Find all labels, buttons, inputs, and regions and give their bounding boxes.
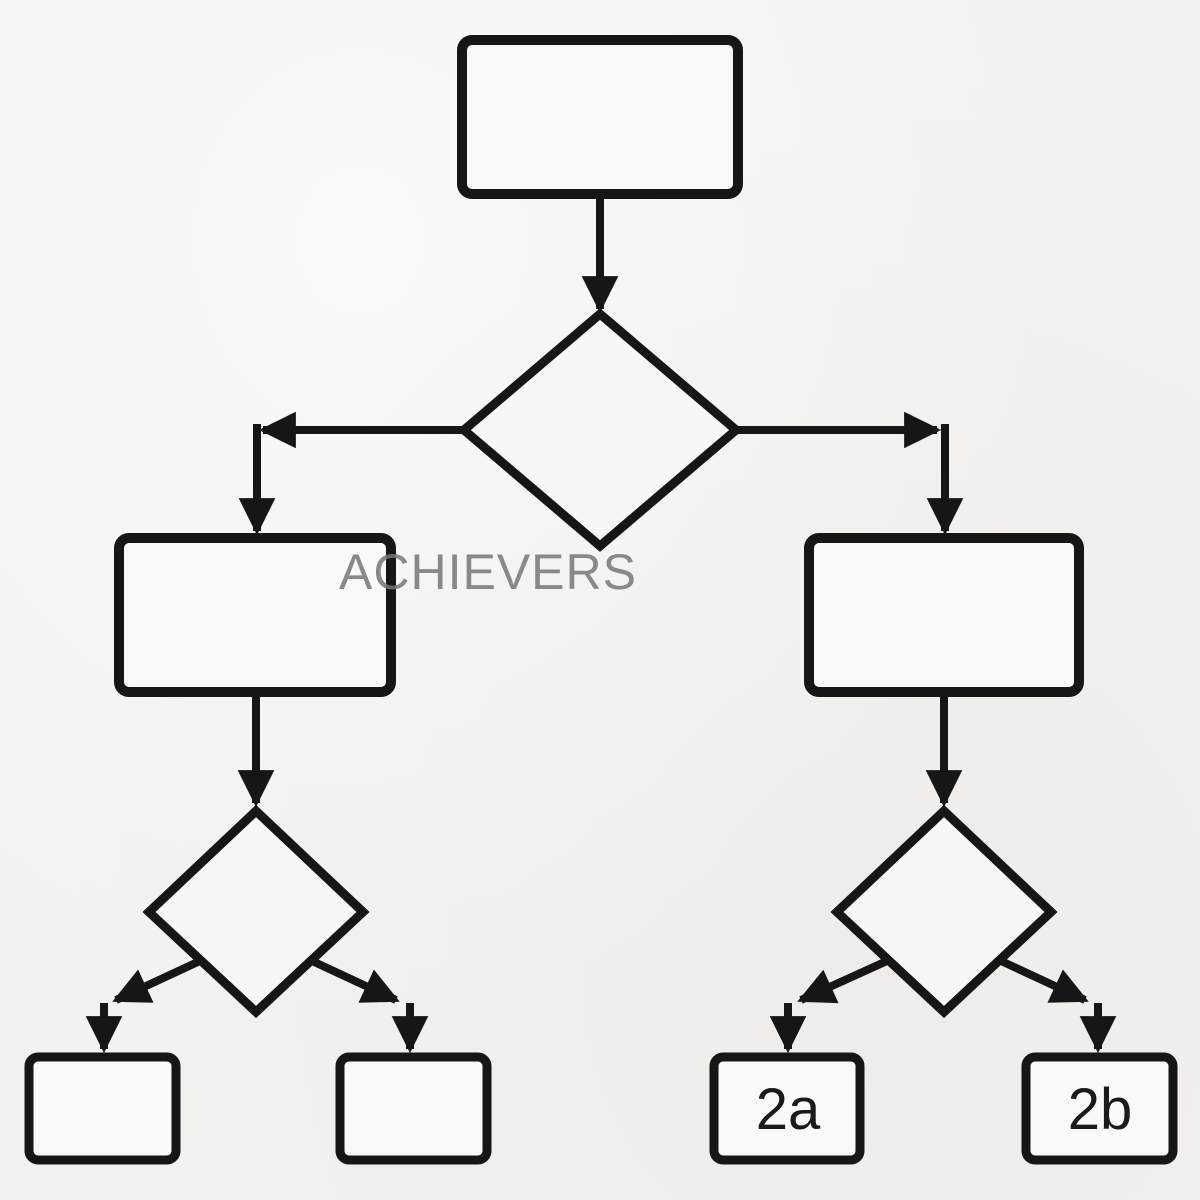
edge-right-decision-to-leaf-2a-diagonal <box>797 956 891 1004</box>
node-leaf-left-a <box>24 1052 181 1165</box>
node-leaf-left-b <box>335 1052 492 1165</box>
start-rectangle <box>457 35 743 199</box>
node-left-process <box>114 533 396 697</box>
edge-left-decision-to-leaf-b-diagonal <box>308 956 400 1004</box>
node-right-decision <box>830 804 1058 1019</box>
leaf-2a-rectangle <box>709 1052 865 1165</box>
edge-right-decision-to-leaf-2b-diagonal <box>997 956 1089 1004</box>
node-leaf-2a: 2a <box>709 1052 865 1165</box>
leaf-left-b-rectangle <box>335 1052 492 1165</box>
main-decision-diamond <box>457 308 743 552</box>
flowchart-nodes: 2a 2b <box>24 35 1178 1165</box>
connector-edges <box>85 197 1117 1054</box>
right-decision-diamond <box>830 804 1058 1019</box>
left-decision-diamond <box>142 804 370 1019</box>
node-left-decision <box>142 804 370 1019</box>
node-start <box>457 35 743 199</box>
node-main-decision <box>457 308 743 552</box>
right-process-rectangle <box>804 533 1084 697</box>
leaf-left-a-rectangle <box>24 1052 181 1165</box>
edge-left-decision-to-leaf-a-diagonal <box>112 956 204 1004</box>
leaf-2b-label: 2b <box>1068 1077 1133 1142</box>
leaf-2a-label: 2a <box>756 1077 821 1142</box>
left-process-rectangle <box>114 533 396 697</box>
node-leaf-2b: 2b <box>1021 1052 1178 1165</box>
node-right-process <box>804 533 1084 697</box>
leaf-2b-rectangle <box>1021 1052 1178 1165</box>
watermark-text: ACHIEVERS <box>339 544 637 600</box>
